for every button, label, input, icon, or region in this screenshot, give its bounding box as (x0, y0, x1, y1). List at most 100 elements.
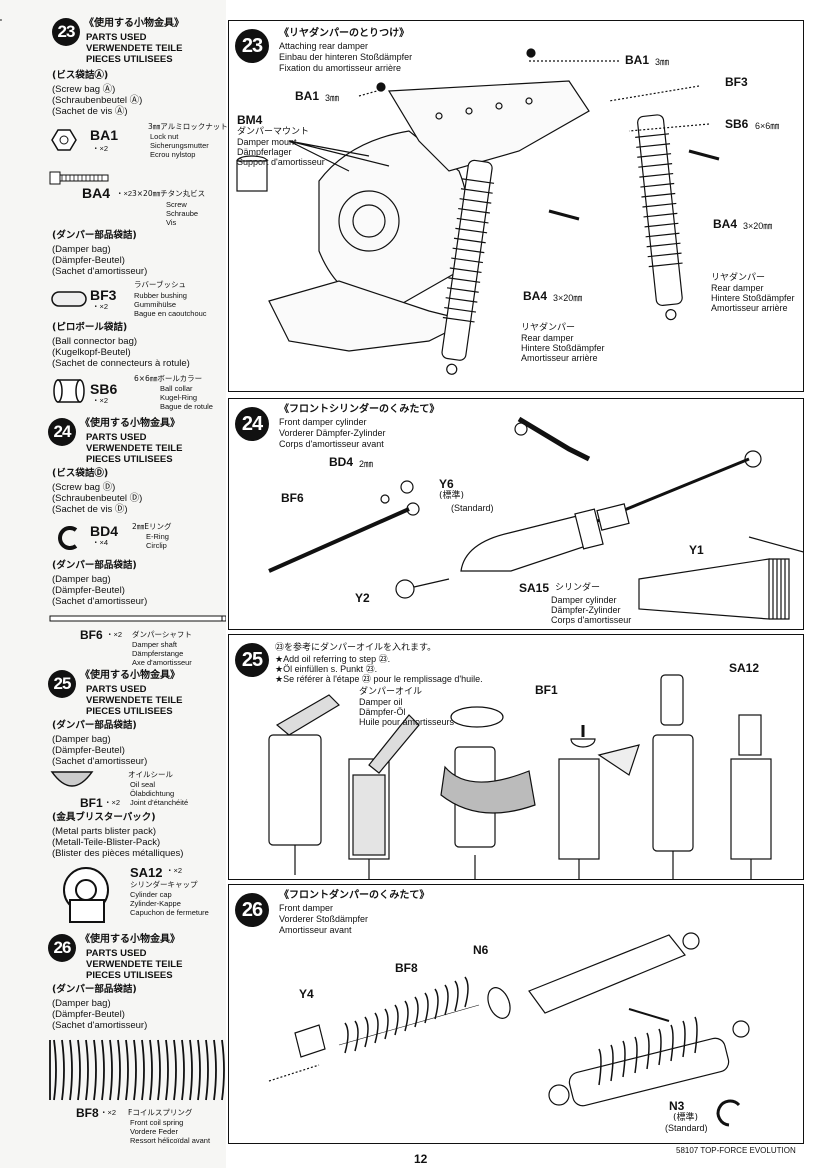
ba1-desc-en: Lock nut (150, 132, 179, 141)
bf3-qty: ・×2 (92, 302, 109, 311)
p25-intro-en: ★Add oil referring to step ㉓. (275, 654, 391, 664)
page-number: 12 (414, 1152, 428, 1166)
s24-bag-de: (Schraubenbeutel Ⓓ) (52, 493, 143, 504)
s26-parts-used-de: VERWENDETE TEILE (86, 959, 183, 970)
step-23-badge: 23 (52, 18, 80, 46)
rear-damper-r-fr: Amortisseur arrière (711, 303, 788, 313)
bf6-code: BF6 (80, 628, 103, 642)
panel-step-24: 24 《フロントシリンダーのくみたて》 Front damper cylinde… (228, 398, 804, 630)
p26-title-en: Front damper (279, 903, 334, 913)
ball-collar-icon (53, 379, 85, 403)
p26-label-n3-en: (Standard) (665, 1123, 708, 1133)
rear-damper-l-en: Rear damper (521, 333, 574, 343)
p23-label-ba1-a-size: 3㎜ (655, 57, 670, 67)
s25-damper-bag-de: (Dämpfer-Beutel) (52, 745, 125, 756)
rear-damper-r-en: Rear damper (711, 283, 764, 293)
p23-label-ba4-a: BA4 (713, 217, 738, 231)
rear-damper-drawing (236, 48, 720, 375)
ball-bag-en: (Ball connector bag) (52, 336, 138, 347)
p23-label-ba1-b: BA1 (295, 89, 320, 103)
p25-oil-fr: Huile pour amortisseurs (359, 717, 455, 727)
ba1-desc-de: Sicherungsmutter (150, 141, 209, 150)
step-25-badge: 25 (48, 670, 76, 698)
ba1-code: BA1 (90, 127, 119, 143)
p24-label-sa15: SA15 (519, 581, 550, 595)
bm4-en: Damper mount (237, 137, 297, 147)
s26-parts-used-en: PARTS USED (86, 948, 147, 959)
sidebar-part-drawings (49, 129, 226, 1101)
front-damper-drawing (268, 932, 750, 1127)
damper-shaft-icon (49, 615, 226, 622)
p25-oil-en: Damper oil (359, 697, 403, 707)
s24-parts-used-fr: PIECES UTILISEES (86, 454, 173, 465)
bf3-desc-fr: Bague en caoutchouc (134, 309, 207, 318)
bf3-desc-de: Gummihülse (134, 300, 177, 309)
s24-title: 《使用する小物金具》 (80, 418, 180, 429)
s23-bag-en: (Screw bag Ⓐ) (52, 84, 116, 95)
bm4-jp: ダンパーマウント (237, 127, 310, 137)
bf1-desc-en: Oil seal (130, 780, 156, 789)
p26-title-de: Vorderer Stoßdämpfer (279, 914, 369, 924)
s23-parts-used-en: PARTS USED (86, 32, 147, 43)
s23-title: 《使用する小物金具》 (84, 18, 184, 29)
p24-title-en: Front damper cylinder (279, 417, 367, 427)
p25-label-sa12: SA12 (729, 661, 760, 675)
bd4-jp: 2㎜Eリング (132, 522, 172, 531)
p24-label-sa15-jp: シリンダー (555, 583, 601, 593)
s25-title: 《使用する小物金具》 (80, 670, 180, 681)
s26-damper-bag-jp: (ダンパー部品袋詰) (52, 984, 137, 995)
s26-parts-used-fr: PIECES UTILISEES (86, 970, 173, 981)
model-code: 58107 TOP-FORCE EVOLUTION (676, 1146, 796, 1155)
ba1-qty: ・×2 (92, 144, 109, 153)
s24-bag-en: (Screw bag Ⓓ) (52, 482, 116, 493)
p23-label-ba4-b-size: 3×20㎜ (553, 293, 583, 303)
ba4-desc-de: Schraube (166, 209, 199, 218)
cylinder-5 (652, 674, 694, 879)
p24-label-y6: Y6 (439, 477, 454, 491)
bd4-desc-fr: Circlip (146, 541, 167, 550)
s23-damper-bag-en: (Damper bag) (52, 244, 111, 255)
panel-step-23: 23 《リヤダンパーのとりつけ》 Attaching rear damper E… (228, 20, 804, 392)
bf6-desc-de: Dämpferstange (132, 649, 184, 658)
p26-label-bf8: BF8 (395, 961, 418, 975)
p25-intro-de: ★Öl einfüllen s. Punkt ㉓. (275, 664, 378, 674)
bf6-qty: ・×2 (106, 630, 123, 639)
p24-title-jp: 《フロントシリンダーのくみたて》 (279, 404, 440, 415)
p23-label-sb6-size: 6×6㎜ (755, 121, 780, 131)
p26-label-y4: Y4 (299, 987, 314, 1001)
s23-parts-used-fr: PIECES UTILISEES (86, 54, 173, 65)
ba4-jp: 3×20㎜チタン丸ビス (132, 189, 206, 198)
bf8-desc-de: Vordere Feder (130, 1127, 178, 1136)
step-24-panel-badge: 24 (235, 407, 269, 441)
bm4-de: Dämpferlager (237, 147, 292, 157)
metal-bag-en: (Metal parts blister pack) (52, 826, 157, 837)
s25-parts-used-fr: PIECES UTILISEES (86, 706, 173, 717)
sb6-desc-fr: Bague de rotule (160, 402, 213, 411)
bf1-desc-de: Ölabdichtung (130, 789, 175, 798)
rear-damper-l-fr: Amortisseur arrière (521, 353, 598, 363)
s26-title: 《使用する小物金具》 (80, 934, 180, 945)
panel-step-25: 25 ㉓を参考にダンパーオイルを入れます。 ★Add oil referring… (228, 634, 804, 880)
p24-label-bd4: BD4 (329, 455, 354, 469)
bf8-jp: Fコイルスプリング (128, 1108, 193, 1117)
p23-title-fr: Fixation du amortisseur arrière (279, 63, 402, 73)
e-ring-icon (58, 526, 78, 550)
cylinder-3 (440, 706, 536, 879)
oil-fill-drawing (268, 674, 772, 879)
bf3-jp: ラバーブッシュ (134, 280, 186, 289)
s25-parts-used-de: VERWENDETE TEILE (86, 695, 183, 706)
p26-label-n3-jp: (標準) (673, 1113, 699, 1123)
tamiya-mark: TAMIYA (0, 11, 2, 22)
ba1-jp: 3㎜アルミロックナット (148, 122, 228, 131)
s23-parts-used-de: VERWENDETE TEILE (86, 43, 183, 54)
sa12-desc-fr: Capuchon de fermeture (130, 908, 209, 917)
s24-damper-bag-fr: (Sachet d'amortisseur) (52, 596, 148, 607)
ball-bag-fr: (Sachet de connecteurs à rotule) (52, 358, 190, 369)
p24-label-y6-jp: (標準) (439, 491, 465, 501)
p24-label-bd4-size: 2㎜ (359, 459, 374, 469)
p23-label-bm4: BM4 (237, 113, 263, 127)
sa15-desc-de: Dämpfer-Zylinder (551, 605, 621, 615)
p25-oil-de: Dämpfer-Öl (359, 707, 406, 717)
cylinder-cap-icon (63, 867, 109, 923)
p25-intro-fr: ★Se référer à l'étape ㉓ pour le rempliss… (275, 674, 483, 684)
